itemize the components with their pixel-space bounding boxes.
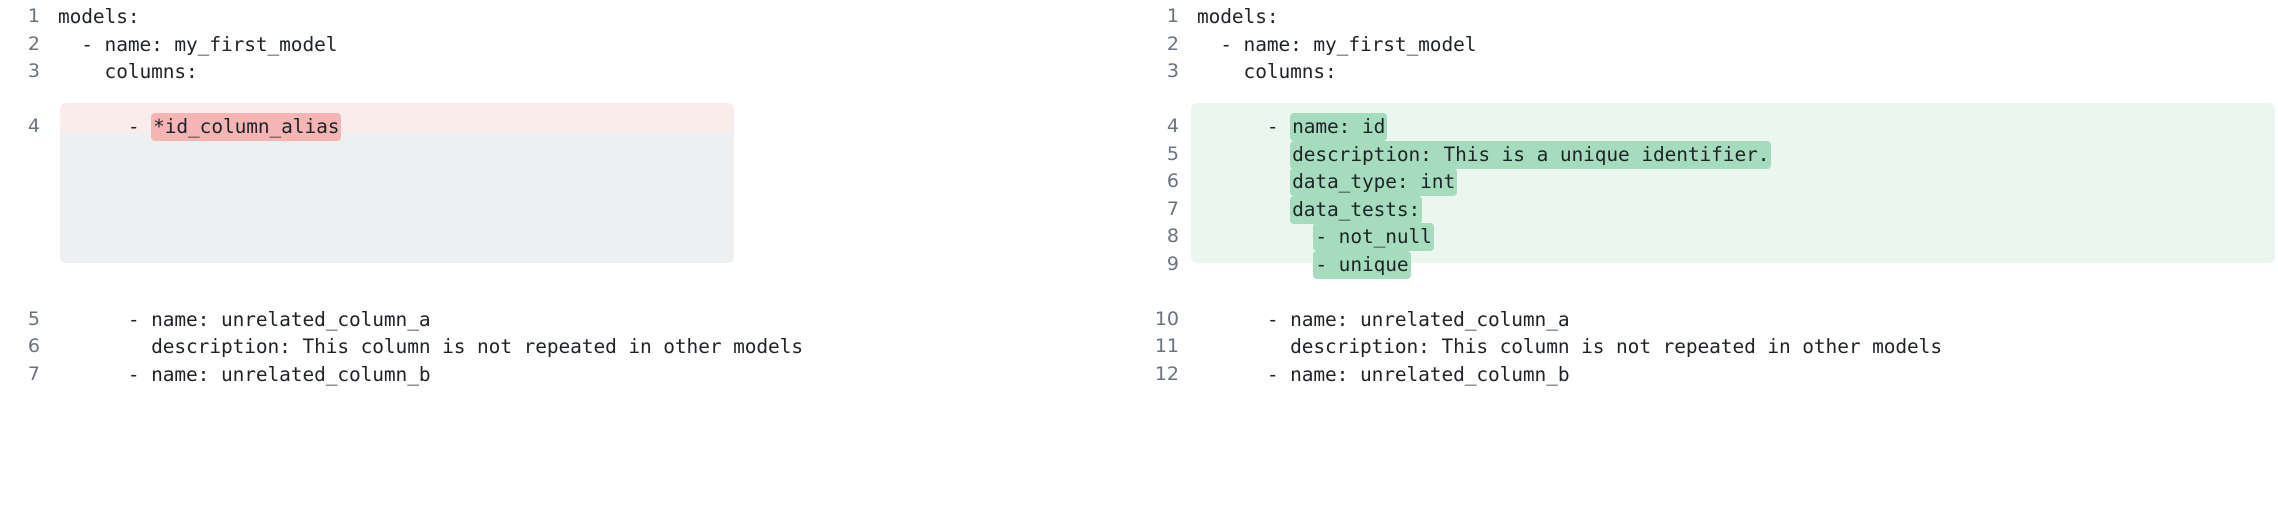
line-number: 3 [27, 60, 40, 82]
code-line: 7 data_tests: [1139, 195, 2278, 224]
code-line-prefix: columns: [58, 60, 198, 83]
line-number: 2 [27, 32, 40, 55]
code-line-prefix [1197, 225, 1313, 248]
code-line-prefix: - name: unrelated_column_a [1197, 307, 1570, 331]
code-line-text[interactable]: - name: my_first_model [40, 31, 1139, 59]
code-line-text[interactable]: - *id_column_alias [40, 113, 1139, 141]
code-line-text[interactable]: models: [1179, 3, 2278, 31]
line-number: 7 [1166, 197, 1179, 220]
line-number: 9 [1166, 252, 1179, 275]
added-token: data_tests: [1290, 195, 1423, 224]
code-line [0, 251, 1139, 279]
code-line: 2 - name: my_first_model [0, 31, 1139, 59]
line-number: 4 [1166, 115, 1179, 137]
code-line [0, 168, 1139, 196]
code-line-text[interactable]: - name: unrelated_column_a [1179, 306, 2278, 334]
code-line: 5 - name: unrelated_column_a [0, 306, 1139, 334]
code-line [1139, 86, 2278, 114]
code-line-prefix [1197, 170, 1290, 193]
code-line: 5 description: This is a unique identifi… [1139, 140, 2278, 169]
code-line-text[interactable]: - name: my_first_model [1179, 31, 2278, 59]
line-number: 5 [27, 307, 40, 330]
code-line: 6 description: This column is not repeat… [0, 333, 1139, 361]
code-line-prefix: columns: [1197, 60, 1337, 83]
code-line-text[interactable]: - unique [1179, 250, 2278, 279]
line-number: 2 [1166, 32, 1179, 55]
line-number: 3 [1166, 60, 1179, 82]
code-line: 2 - name: my_first_model [1139, 31, 2278, 59]
added-token: - not_null [1313, 223, 1434, 251]
code-line-prefix [1197, 253, 1313, 276]
code-line [1139, 278, 2278, 306]
added-token: description: This is a unique identifier… [1290, 140, 1772, 169]
code-line: 12 - name: unrelated_column_b [1139, 361, 2278, 389]
code-line: 9 - unique [1139, 250, 2278, 279]
code-line-text[interactable]: columns: [1179, 58, 2278, 86]
code-line: 7 - name: unrelated_column_b [0, 361, 1139, 389]
code-line-prefix [1197, 198, 1290, 221]
code-line-prefix: models: [58, 5, 140, 28]
line-number: 6 [27, 335, 40, 357]
code-line-prefix: - name: unrelated_column_b [58, 362, 431, 386]
deleted-token: *id_column_alias [151, 113, 342, 141]
code-line-prefix: - name: unrelated_column_a [58, 307, 431, 331]
code-line-text[interactable]: columns: [40, 58, 1139, 86]
code-line-prefix: - name: my_first_model [58, 32, 338, 56]
code-line [0, 196, 1139, 224]
code-line-text[interactable]: description: This is a unique identifier… [1179, 140, 2278, 169]
line-number: 8 [1166, 225, 1179, 247]
line-number: 5 [1166, 142, 1179, 165]
code-line-text[interactable]: data_tests: [1179, 195, 2278, 224]
code-line-prefix: - [1197, 115, 1291, 138]
code-line: 4 - *id_column_alias [0, 113, 1139, 141]
code-line: 6 data_type: int [1139, 168, 2278, 196]
code-line [0, 278, 1139, 306]
added-token: data_type: int [1290, 168, 1458, 196]
code-line-text[interactable]: - not_null [1179, 223, 2278, 251]
line-number: 4 [27, 115, 40, 137]
code-line-prefix: description: This column is not repeated… [58, 335, 803, 358]
code-line: 3 columns: [0, 58, 1139, 86]
code-line: 1 models: [1139, 3, 2278, 31]
code-line-text[interactable]: - name: unrelated_column_a [40, 306, 1139, 334]
line-number: 12 [1154, 362, 1179, 385]
line-number: 7 [27, 362, 40, 385]
added-token: - unique [1313, 250, 1411, 279]
code-line-text[interactable]: models: [40, 3, 1139, 31]
line-number: 1 [1166, 5, 1179, 27]
code-line: 4 - name: id [1139, 113, 2278, 141]
code-line: 11 description: This column is not repea… [1139, 333, 2278, 361]
code-line-text[interactable]: - name: unrelated_column_b [1179, 361, 2278, 389]
code-line: 1 models: [0, 3, 1139, 31]
line-number: 11 [1154, 335, 1179, 357]
code-line-prefix [1197, 143, 1290, 166]
code-line-text[interactable]: description: This column is not repeated… [40, 333, 1139, 361]
code-line-prefix: - [58, 115, 152, 138]
code-line [0, 223, 1139, 251]
code-line-text[interactable]: description: This column is not repeated… [1179, 333, 2278, 361]
code-line: 8 - not_null [1139, 223, 2278, 251]
line-number: 10 [1154, 307, 1179, 330]
code-line-prefix: - name: my_first_model [1197, 32, 1477, 56]
code-line [0, 141, 1139, 169]
code-line-prefix: - name: unrelated_column_b [1197, 362, 1570, 386]
added-token: name: id [1290, 113, 1388, 141]
code-line-prefix: description: This column is not repeated… [1197, 335, 1942, 358]
code-line-text[interactable]: - name: unrelated_column_b [40, 361, 1139, 389]
code-line-text[interactable]: - name: id [1179, 113, 2278, 141]
code-line-prefix: models: [1197, 5, 1279, 28]
code-line-text[interactable]: data_type: int [1179, 168, 2278, 196]
code-line: 10 - name: unrelated_column_a [1139, 306, 2278, 334]
line-number: 6 [1166, 170, 1179, 192]
code-line: 3 columns: [1139, 58, 2278, 86]
code-line [0, 86, 1139, 114]
line-number: 1 [27, 5, 40, 27]
